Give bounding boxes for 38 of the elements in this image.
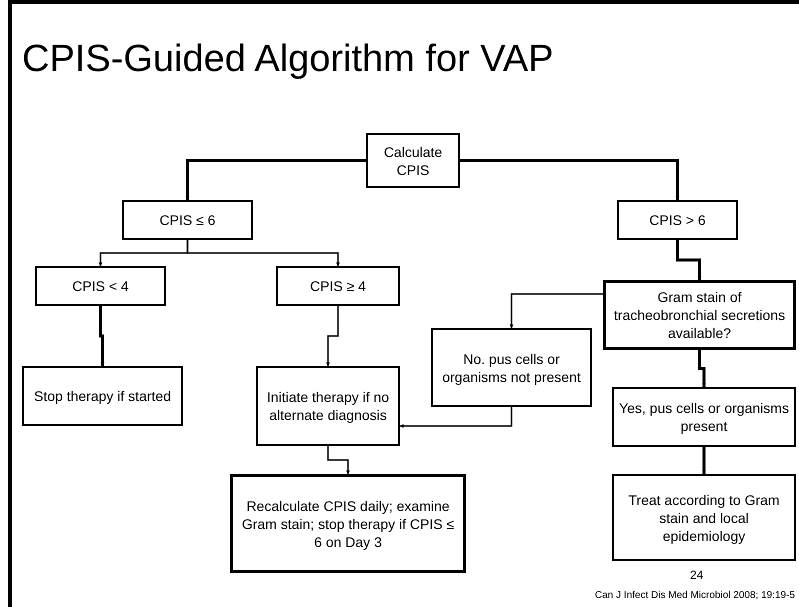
arrow xyxy=(400,407,512,428)
box-text: Gram stain of tracheobronchial secretions available? xyxy=(612,288,786,342)
box-text: Calculate CPIS xyxy=(382,142,444,178)
process-box xyxy=(122,200,253,240)
arrow xyxy=(510,293,603,328)
process-box xyxy=(431,328,592,407)
citation: Can J Infect Dis Med Microbiol 2008; 19:19-5 xyxy=(594,589,795,603)
arrow xyxy=(326,306,339,366)
arrow xyxy=(186,240,340,266)
box-text: Initiate therapy if no alternate diagnosis xyxy=(266,388,390,424)
arrow xyxy=(99,306,104,366)
box-text: CPIS > 6 xyxy=(649,211,706,229)
arrow xyxy=(186,159,366,200)
process-box xyxy=(22,366,183,426)
box-text: CPIS < 4 xyxy=(72,277,129,295)
arrow xyxy=(327,446,350,474)
arrow xyxy=(698,350,706,388)
box-text: Treat according to Gram stain and local epidemiology xyxy=(627,490,781,544)
box-text: Recalculate CPIS daily; examine Gram stain; stop therapy if CPIS ≤ 6 on Day 3 xyxy=(240,496,456,550)
title: CPIS-Guided Algorithm for VAP xyxy=(22,40,554,78)
process-box xyxy=(617,200,738,240)
box-text: CPIS ≥ 4 xyxy=(310,277,366,295)
arrow xyxy=(460,159,680,200)
arrow xyxy=(702,447,706,474)
box-text: Yes, pus cells or organisms present xyxy=(618,399,790,435)
page-number: 24 xyxy=(690,567,704,584)
process-box xyxy=(230,474,466,573)
arrow xyxy=(676,240,702,280)
box-text: CPIS ≤ 6 xyxy=(160,211,216,229)
process-box xyxy=(256,366,400,446)
process-box xyxy=(603,280,796,350)
process-box xyxy=(35,266,166,306)
box-text: Stop therapy if started xyxy=(34,387,171,405)
process-box xyxy=(612,474,796,561)
process-box xyxy=(366,133,460,188)
process-box xyxy=(276,266,400,306)
box-text: No. pus cells or organisms not present xyxy=(441,350,582,386)
process-box xyxy=(612,387,796,447)
